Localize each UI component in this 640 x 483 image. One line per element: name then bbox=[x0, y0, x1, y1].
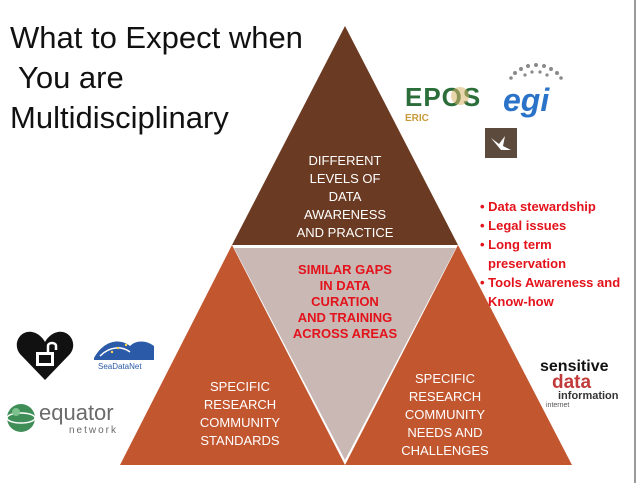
slide-title: What to Expect when You are Multidiscipl… bbox=[10, 18, 303, 138]
title-line-3: Multidisciplinary bbox=[10, 100, 229, 135]
top-line: DATA bbox=[328, 189, 362, 204]
list-item: • Data stewardship bbox=[480, 199, 596, 214]
bird-logo bbox=[485, 128, 517, 158]
top-line: DIFFERENT bbox=[308, 153, 382, 168]
wordcloud-word: information bbox=[558, 390, 619, 402]
title-line-2: You are bbox=[18, 60, 124, 95]
left-line: SPECIFIC bbox=[210, 379, 270, 394]
left-line: RESEARCH bbox=[203, 397, 277, 412]
top-line: AWARENESS bbox=[303, 207, 387, 222]
top-triangle bbox=[232, 26, 458, 245]
seadatanet-logo: SeaDataNet bbox=[90, 336, 162, 376]
right-line: COMMUNITY bbox=[404, 407, 486, 422]
seadatanet-text: SeaDataNet bbox=[98, 362, 142, 371]
left-triangle-text: SPECIFIC RESEARCH COMMUNITY STANDARDS bbox=[180, 378, 300, 450]
bird-icon bbox=[491, 136, 511, 150]
egi-logo-text: egi bbox=[503, 82, 550, 118]
right-line: NEEDS AND bbox=[407, 425, 483, 440]
list-item: • Tools Awareness and bbox=[480, 275, 621, 290]
middle-line: CURATION bbox=[311, 294, 379, 309]
sensitive-data-wordcloud: sensitive data information internet bbox=[540, 358, 634, 416]
middle-line: AND TRAINING bbox=[297, 310, 393, 325]
heart-lock-logo bbox=[16, 330, 74, 382]
wordcloud-word: data bbox=[552, 372, 592, 393]
wordcloud-word: sensitive bbox=[540, 358, 609, 375]
title-line-1: What to Expect when bbox=[10, 20, 303, 55]
middle-line: ACROSS AREAS bbox=[292, 326, 398, 341]
equator-logo: equator network bbox=[5, 400, 135, 440]
globe-icon bbox=[451, 87, 469, 105]
right-border bbox=[634, 0, 636, 483]
left-line: COMMUNITY bbox=[199, 415, 281, 430]
globe-icon bbox=[6, 404, 36, 432]
challenges-list: • Data stewardship • Legal issues • Long… bbox=[480, 197, 640, 311]
right-triangle bbox=[345, 245, 572, 465]
list-item: Know-how bbox=[488, 294, 554, 309]
right-triangle-text: SPECIFIC RESEARCH COMMUNITY NEEDS AND CH… bbox=[390, 370, 500, 460]
middle-line: SIMILAR GAPS bbox=[298, 262, 392, 277]
equator-text: equator bbox=[39, 400, 114, 425]
top-line: AND PRACTICE bbox=[296, 225, 394, 240]
top-triangle-text: DIFFERENT LEVELS OF DATA AWARENESS AND P… bbox=[280, 152, 410, 242]
epos-eric-text: ERIC bbox=[405, 113, 429, 124]
egi-dots-icon bbox=[509, 63, 563, 80]
top-line: LEVELS OF bbox=[309, 171, 381, 186]
left-line: STANDARDS bbox=[200, 433, 280, 448]
list-item: • Legal issues bbox=[480, 218, 567, 233]
equator-network-text: network bbox=[69, 425, 119, 436]
middle-line: IN DATA bbox=[319, 278, 371, 293]
list-item: preservation bbox=[488, 256, 567, 271]
left-triangle bbox=[120, 245, 345, 465]
wordcloud-word: internet bbox=[546, 402, 570, 409]
egi-logo: egi bbox=[497, 60, 575, 120]
wave-icon bbox=[94, 341, 154, 360]
epos-logo: EPOS ERIC bbox=[405, 82, 485, 130]
right-line: SPECIFIC bbox=[415, 371, 475, 386]
middle-triangle bbox=[234, 248, 456, 460]
middle-triangle-text: SIMILAR GAPS IN DATA CURATION AND TRAINI… bbox=[280, 262, 410, 342]
heart-icon bbox=[16, 331, 74, 380]
list-item: • Long term bbox=[480, 237, 552, 252]
right-line: RESEARCH bbox=[408, 389, 482, 404]
right-line: CHALLENGES bbox=[401, 443, 489, 458]
